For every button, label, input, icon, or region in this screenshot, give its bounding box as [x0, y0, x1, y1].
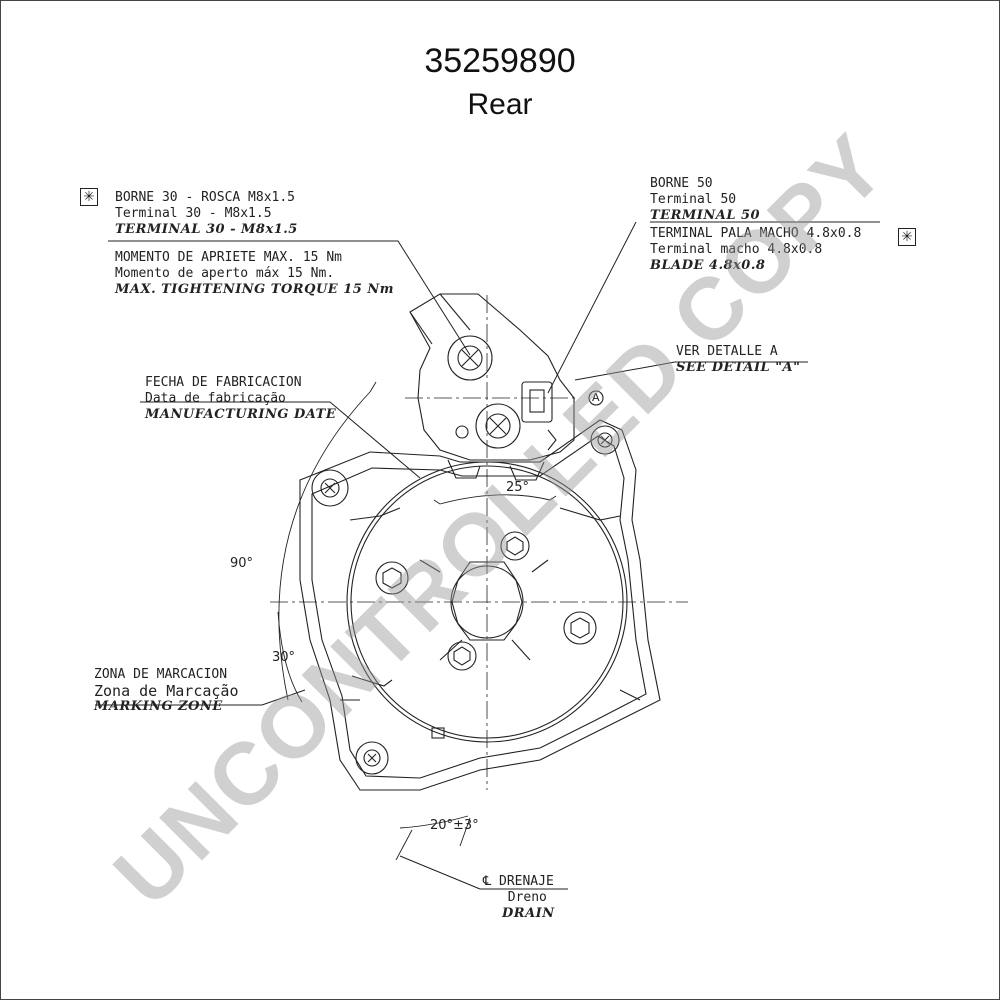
callout-detail-es: VER DETALLE A [676, 344, 778, 359]
callout-date-pt: Data de fabricação [145, 391, 286, 406]
callout-drain-pt: Dreno [507, 890, 547, 905]
callout-terminal-50-es: BORNE 50 [650, 176, 713, 191]
callout-marking: ZONA DE MARCACION Zona de Marcação MARKI… [94, 667, 239, 715]
callout-detail-en: SEE DETAIL "A" [676, 360, 801, 375]
callout-drain-es: ℄ DRENAJE [482, 874, 554, 889]
callout-torque-es: MOMENTO DE APRIETE MAX. 15 Nm [115, 250, 342, 265]
callout-drain: ℄ DRENAJE Dreno DRAIN [482, 874, 555, 922]
callout-date-en: MANUFACTURING DATE [145, 407, 337, 422]
callout-date: FECHA DE FABRICACION Data de fabricação … [145, 375, 336, 423]
end-shield [346, 461, 628, 743]
callout-terminal-30: BORNE 30 - ROSCA M8x1.5 Terminal 30 - M8… [115, 190, 298, 238]
callout-marking-en: MARKING ZONE [94, 699, 223, 714]
dimension-angle-25: 25° [506, 480, 530, 495]
callout-blade-en: BLADE 4.8x0.8 [650, 258, 766, 273]
dimension-angle-20: 20°±3° [430, 818, 479, 833]
detail-marker: A [592, 391, 600, 404]
bolt-holes [311, 425, 620, 775]
view-name: Rear [467, 88, 533, 121]
callout-terminal-50-en: TERMINAL 50 [650, 208, 761, 223]
callout-terminal-50: BORNE 50 Terminal 50 TERMINAL 50 [650, 176, 760, 224]
housing-outline [299, 419, 661, 791]
star-symbol-icon: ✳ [80, 188, 98, 206]
callout-terminal-30-es: BORNE 30 - ROSCA M8x1.5 [115, 190, 296, 205]
callout-terminal-30-pt: Terminal 30 - M8x1.5 [115, 206, 272, 221]
callout-blade: TERMINAL PALA MACHO 4.8x0.8 Terminal mac… [650, 226, 861, 274]
dimension-lines [277, 381, 557, 861]
center-lines [270, 295, 688, 790]
callout-marking-es: ZONA DE MARCACION [94, 667, 228, 682]
callout-terminal-50-pt: Terminal 50 [650, 192, 737, 207]
dimension-angle-30: 30° [272, 650, 296, 665]
callout-date-es: FECHA DE FABRICACION [145, 375, 302, 390]
callout-drain-en: DRAIN [502, 906, 555, 921]
callout-blade-es: TERMINAL PALA MACHO 4.8x0.8 [650, 226, 862, 241]
star-symbol-icon: ✳ [898, 228, 916, 246]
leader-lines [95, 221, 880, 890]
callout-marking-pt: Zona de Marcação [94, 682, 239, 700]
dimension-angle-90: 90° [230, 556, 254, 571]
callout-torque-pt: Momento de aperto máx 15 Nm. [115, 266, 335, 281]
solenoid-cap [409, 293, 604, 481]
callout-detail: VER DETALLE A SEE DETAIL "A" [676, 344, 800, 376]
part-number: 35259890 [424, 42, 576, 80]
callout-torque: MOMENTO DE APRIETE MAX. 15 Nm Momento de… [115, 250, 394, 298]
callout-torque-en: MAX. TIGHTENING TORQUE 15 Nm [115, 282, 394, 297]
callout-terminal-30-en: TERMINAL 30 - M8x1.5 [115, 222, 298, 237]
callout-blade-pt: Terminal macho 4.8x0.8 [650, 242, 823, 257]
